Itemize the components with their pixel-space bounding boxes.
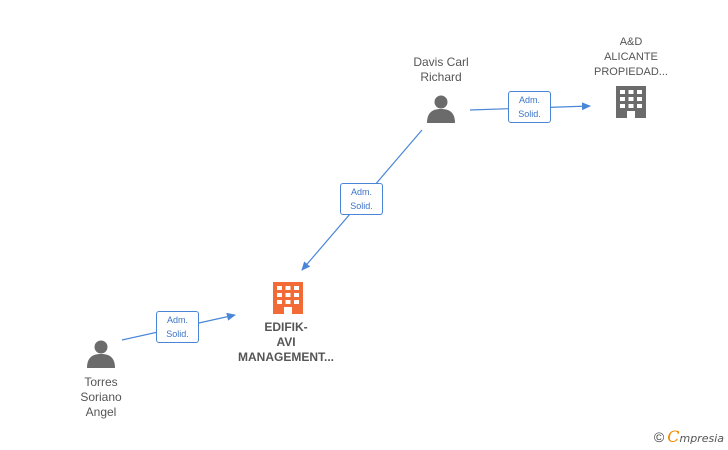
label-line: Soriano: [80, 390, 122, 404]
badge-line: Adm.: [518, 95, 540, 105]
brand-initial: C: [667, 427, 680, 446]
badge-line: Solid.: [166, 329, 189, 339]
brand-name: mpresia: [679, 432, 724, 445]
label-line: Richard: [420, 70, 462, 84]
label-line: Torres: [84, 375, 118, 389]
building-icon[interactable]: [616, 86, 646, 118]
label-line: ALICANTE: [604, 51, 658, 63]
label-line: Davis Carl: [413, 55, 469, 69]
label-line: PROPIEDAD...: [594, 66, 668, 78]
label-line: EDIFIK-: [264, 320, 308, 334]
label-line: MANAGEMENT...: [238, 350, 334, 364]
badge-line: Solid.: [350, 201, 373, 211]
node-label-edifik[interactable]: EDIFIK- AVI MANAGEMENT...: [226, 320, 346, 365]
edge-badge-davis-edifik[interactable]: Adm. Solid.: [340, 183, 383, 215]
badge-line: Adm.: [166, 315, 188, 325]
node-label-davis[interactable]: Davis Carl Richard: [391, 55, 491, 85]
badge-line: Solid.: [518, 109, 541, 119]
copyright-symbol: ©: [653, 429, 665, 445]
label-line: AVI: [276, 335, 296, 349]
label-line: A&D: [619, 36, 643, 48]
node-label-torres[interactable]: Torres Soriano Angel: [56, 375, 146, 420]
edge-badge-davis-ad[interactable]: Adm. Solid.: [508, 91, 551, 123]
node-label-ad[interactable]: A&D ALICANTE PROPIEDAD...: [576, 35, 686, 80]
label-line: Angel: [85, 405, 117, 419]
badge-line: Adm.: [350, 187, 372, 197]
person-icon[interactable]: [427, 95, 455, 124]
edge-badge-torres-edifik[interactable]: Adm. Solid.: [156, 311, 199, 343]
building-icon[interactable]: [273, 282, 303, 314]
empresia-logo: © Cmpresia: [654, 427, 724, 446]
person-icon[interactable]: [87, 340, 115, 369]
